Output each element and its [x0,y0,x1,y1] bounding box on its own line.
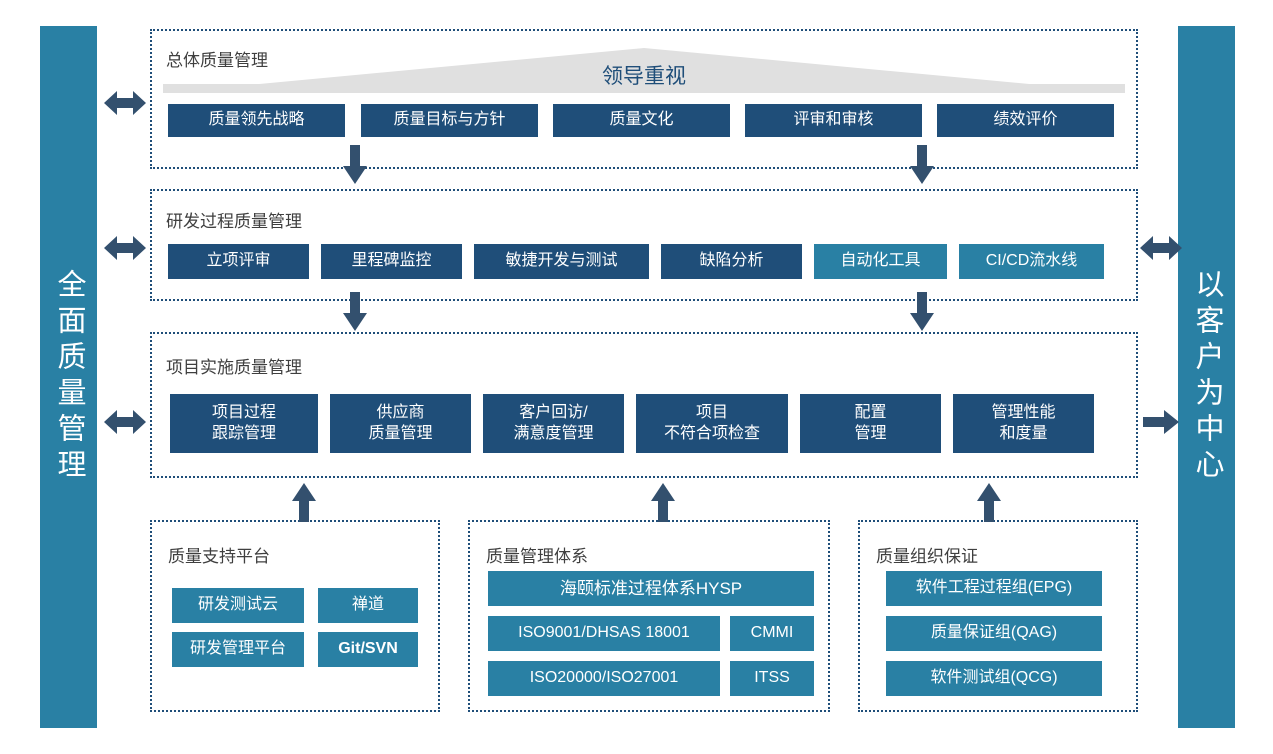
chip-epg-software-engineering-process-group[interactable]: 软件工程过程组(EPG) [886,571,1102,606]
arrow-right-row2-bidirectional [1140,234,1182,262]
chip-itss[interactable]: ITSS [730,661,814,696]
arrow-down-row2-to-row3-right [908,292,936,332]
chip-defect-analysis[interactable]: 缺陷分析 [661,244,802,279]
panel-title-quality-organization-assurance: 质量组织保证 [876,547,978,566]
chip-automation-tools[interactable]: 自动化工具 [814,244,947,279]
chip-qcg-software-test-group[interactable]: 软件测试组(QCG) [886,661,1102,696]
chip-qag-quality-assurance-group[interactable]: 质量保证组(QAG) [886,616,1102,651]
chip-rd-test-cloud[interactable]: 研发测试云 [172,588,304,623]
chip-rd-management-platform[interactable]: 研发管理平台 [172,632,304,667]
arrow-left-row1-bidirectional [104,89,146,117]
chip-supplier-quality-management[interactable]: 供应商 质量管理 [330,394,471,453]
arrow-up-management-system-to-row3 [649,483,677,523]
arrow-down-row1-to-row2-left [341,145,369,185]
leadership-banner: 领导重视 [163,48,1125,93]
leadership-banner-shape [163,48,1125,93]
arrow-up-organization-assurance-to-row3 [975,483,1003,523]
chip-review-and-audit[interactable]: 评审和审核 [745,104,922,137]
chip-performance-evaluation[interactable]: 绩效评价 [937,104,1114,137]
panel-title-quality-management-system: 质量管理体系 [486,547,588,566]
chip-milestone-monitoring[interactable]: 里程碑监控 [321,244,462,279]
chip-quality-culture[interactable]: 质量文化 [553,104,730,137]
panel-title-quality-support-platform: 质量支持平台 [168,547,270,566]
chip-iso9001-dhsas18001[interactable]: ISO9001/DHSAS 18001 [488,616,720,651]
panel-title-overall-quality-management: 总体质量管理 [166,51,268,70]
sidebar-right-customer-centric: 以客户为中心 [1178,26,1235,728]
chip-quality-goals-policy[interactable]: 质量目标与方针 [361,104,538,137]
chip-cmmi[interactable]: CMMI [730,616,814,651]
arrow-left-row3-bidirectional [104,408,146,436]
panel-title-project-implementation-quality-management: 项目实施质量管理 [166,358,302,377]
chip-quality-leading-strategy[interactable]: 质量领先战略 [168,104,345,137]
chip-hysp-standard-process-system[interactable]: 海颐标准过程体系HYSP [488,571,814,606]
leadership-banner-label: 领导重视 [602,65,686,88]
arrow-down-row2-to-row3-left [341,292,369,332]
chip-project-initiation-review[interactable]: 立项评审 [168,244,309,279]
chip-agile-dev-and-test[interactable]: 敏捷开发与测试 [474,244,649,279]
chip-zentao[interactable]: 禅道 [318,588,418,623]
arrow-down-row1-to-row2-right [908,145,936,185]
arrow-right-row3-forward [1143,408,1179,436]
chip-ci-cd-pipeline[interactable]: CI/CD流水线 [959,244,1104,279]
chip-iso20000-iso27001[interactable]: ISO20000/ISO27001 [488,661,720,696]
chip-management-performance-metrics[interactable]: 管理性能 和度量 [953,394,1094,453]
sidebar-right-label: 以客户为中心 [1191,269,1223,485]
sidebar-left-total-quality: 全面质量管理 [40,26,97,728]
chip-project-process-tracking[interactable]: 项目过程 跟踪管理 [170,394,318,453]
chip-configuration-management[interactable]: 配置 管理 [800,394,941,453]
sidebar-left-label: 全面质量管理 [53,269,85,485]
arrow-left-row2-bidirectional [104,234,146,262]
chip-git-svn[interactable]: Git/SVN [318,632,418,667]
chip-project-nonconformity-check[interactable]: 项目 不符合项检查 [636,394,788,453]
chip-customer-visit-satisfaction[interactable]: 客户回访/ 满意度管理 [483,394,624,453]
panel-title-rd-process-quality-management: 研发过程质量管理 [166,212,302,231]
arrow-up-support-platform-to-row3 [290,483,318,523]
